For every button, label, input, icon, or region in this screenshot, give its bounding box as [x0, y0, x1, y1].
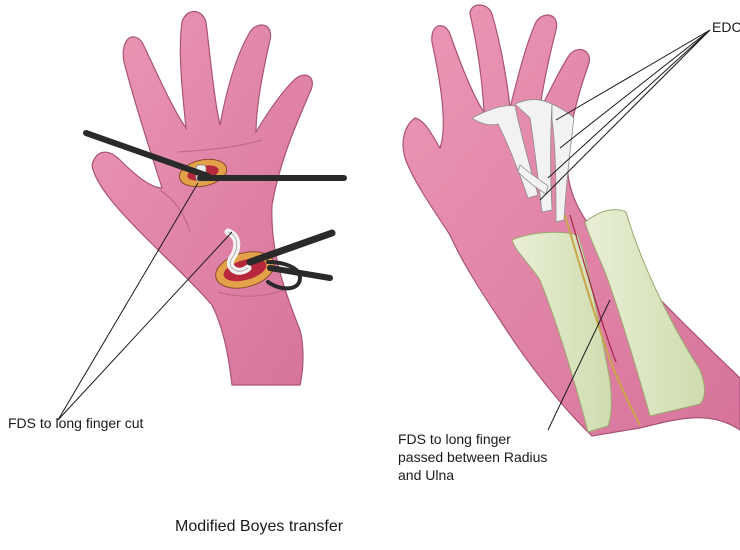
leader-lines	[57, 29, 711, 431]
label-fds-passed-line-2: passed between Radius	[398, 449, 548, 465]
left-hand-palmar-view	[83, 10, 347, 386]
ulna-bone	[584, 209, 705, 417]
surgical-retractors	[83, 130, 347, 291]
leader-fds-cut-to-upper	[57, 182, 199, 421]
leader-edc-1	[555, 29, 711, 121]
radius-bone	[511, 231, 612, 433]
left-hand-crease-palm	[177, 139, 263, 153]
leader-fds-cut-to-lower	[57, 231, 233, 421]
transferred-fds-tendon	[564, 214, 641, 426]
edc-tendons	[471, 99, 575, 223]
label-edc: EDC	[712, 19, 740, 35]
label-fds-passed-line-1: FDS to long finger	[398, 431, 511, 447]
label-fds-passed-between-radius-ulna: FDS to long finger passed between Radius…	[398, 430, 547, 484]
right-hand-dorsal-view	[402, 4, 740, 437]
left-hand-crease-wrist	[217, 289, 285, 297]
transferred-fds-tendon-inner	[569, 214, 617, 363]
left-hand-crease-thumb	[159, 189, 191, 233]
leader-edc-3	[547, 29, 711, 179]
label-fds-passed-line-3: and Ulna	[398, 467, 455, 483]
figure-caption: Modified Boyes transfer	[175, 518, 344, 535]
leader-fds-passed	[547, 299, 611, 431]
leader-edc-2	[559, 29, 711, 149]
label-fds-to-long-finger-cut: FDS to long finger cut	[8, 415, 144, 431]
left-hand-silhouette	[91, 10, 313, 386]
leader-edc-4	[539, 29, 711, 201]
